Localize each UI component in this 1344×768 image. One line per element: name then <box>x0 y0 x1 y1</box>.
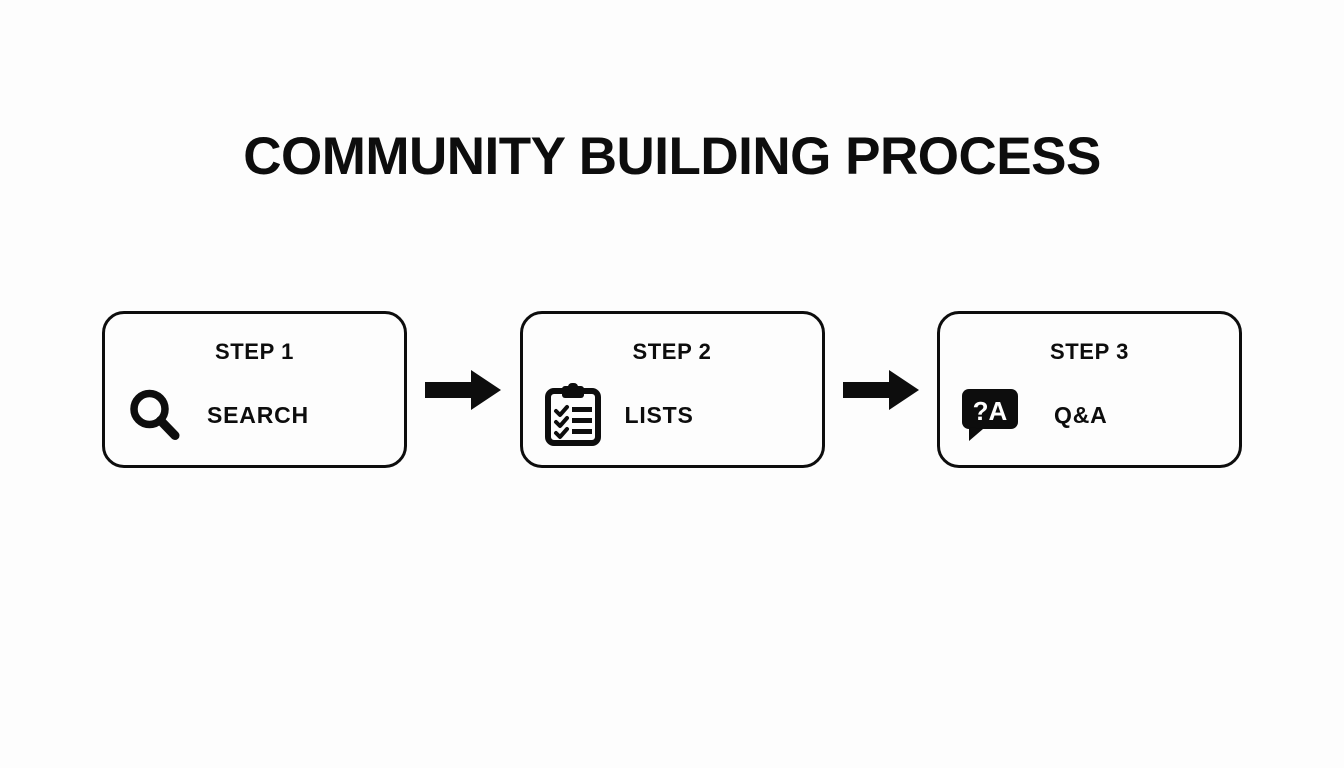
process-flow: STEP 1 SEARCH STEP 2 <box>102 311 1242 468</box>
step-label: STEP 3 <box>1049 339 1129 364</box>
icon-slot: ?A <box>940 387 1040 443</box>
step-name: SEARCH <box>207 401 309 428</box>
step-label: STEP 2 <box>632 339 712 364</box>
icon-slot <box>523 383 623 447</box>
step-body: SEARCH <box>105 382 404 448</box>
magnifier-icon <box>130 389 180 440</box>
step-body: ?A Q&A <box>940 382 1239 448</box>
step-name: LISTS <box>624 401 694 428</box>
step-label: STEP 1 <box>214 339 294 364</box>
step-card-qa[interactable]: STEP 3 ?A Q&A <box>937 311 1242 468</box>
speech-bubble-qa-icon: ?A <box>962 389 1018 441</box>
speech-bubble-text: ?A <box>973 396 1008 426</box>
clipboard-checklist-icon <box>544 383 601 446</box>
step-card-search[interactable]: STEP 1 SEARCH <box>102 311 407 468</box>
step-body: LISTS <box>523 382 822 448</box>
step-name: Q&A <box>1054 401 1108 428</box>
icon-slot <box>105 384 205 446</box>
step-card-lists[interactable]: STEP 2 <box>519 311 825 468</box>
arrow-right-icon <box>425 369 502 410</box>
page-title: COMMUNITY BUILDING PROCESS <box>243 127 1101 186</box>
arrow-right-icon <box>842 369 919 410</box>
